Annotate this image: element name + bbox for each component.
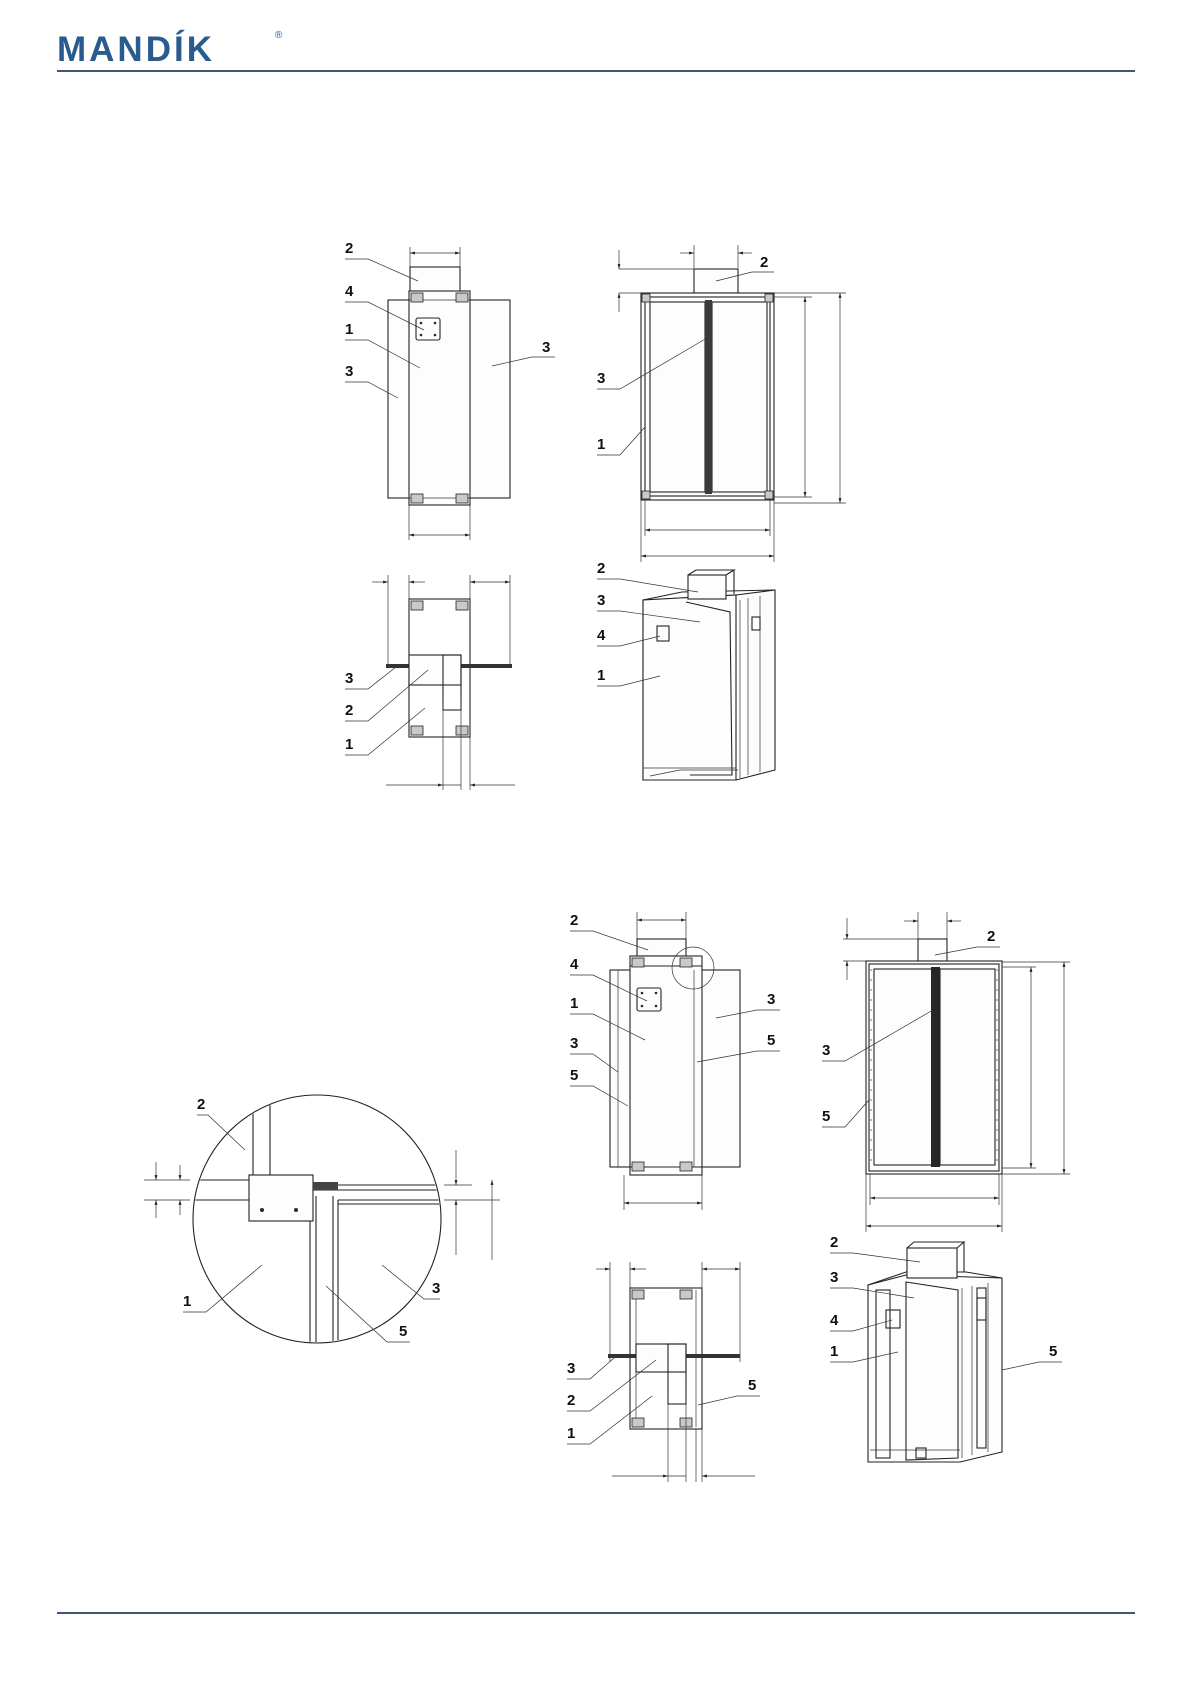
top-isometric-view: 2 3 4 1 bbox=[597, 560, 775, 780]
callout: 2 bbox=[987, 928, 995, 945]
callout: 3 bbox=[597, 592, 605, 609]
callout: 1 bbox=[597, 436, 605, 453]
top-plan-view: 3 2 1 bbox=[345, 575, 515, 790]
callout: 5 bbox=[748, 1377, 756, 1394]
callout: 5 bbox=[822, 1108, 830, 1125]
callout: 2 bbox=[567, 1392, 575, 1409]
callout: 2 bbox=[197, 1096, 205, 1113]
callout: 3 bbox=[432, 1280, 440, 1297]
callout: 4 bbox=[345, 283, 354, 300]
callout: 1 bbox=[567, 1425, 575, 1442]
callout: 2 bbox=[570, 912, 578, 929]
callout: 2 bbox=[830, 1234, 838, 1251]
callout: 1 bbox=[183, 1293, 191, 1310]
top-front-view: 2 4 1 3 3 bbox=[345, 240, 555, 540]
callout: 3 bbox=[767, 991, 775, 1008]
callout: 2 bbox=[760, 254, 768, 271]
callout: 5 bbox=[767, 1032, 775, 1049]
callout: 5 bbox=[1049, 1343, 1057, 1360]
callout: 1 bbox=[570, 995, 578, 1012]
callout: 1 bbox=[345, 321, 353, 338]
callout: 3 bbox=[567, 1360, 575, 1377]
callout: 4 bbox=[570, 956, 579, 973]
callout: 2 bbox=[597, 560, 605, 577]
bottom-side-view: 2 3 5 bbox=[822, 912, 1070, 1232]
callout: 3 bbox=[542, 339, 550, 356]
callout: 3 bbox=[597, 370, 605, 387]
callout: 3 bbox=[345, 670, 353, 687]
callout: 3 bbox=[345, 363, 353, 380]
callout: 4 bbox=[597, 627, 606, 644]
callout: 3 bbox=[830, 1269, 838, 1286]
bottom-front-view: 2 4 1 3 5 3 5 bbox=[570, 912, 780, 1210]
detail-view: 2 1 3 5 bbox=[144, 1095, 500, 1345]
callout: 4 bbox=[830, 1312, 839, 1329]
callout: 1 bbox=[830, 1343, 838, 1360]
callout: 5 bbox=[399, 1323, 407, 1340]
callout: 1 bbox=[345, 736, 353, 753]
bottom-isometric-view: 2 3 4 1 5 bbox=[830, 1234, 1062, 1462]
callout: 3 bbox=[570, 1035, 578, 1052]
callout: 1 bbox=[597, 667, 605, 684]
callout: 2 bbox=[345, 240, 353, 257]
top-side-view: 2 3 1 bbox=[597, 245, 846, 562]
callout: 2 bbox=[345, 702, 353, 719]
callout: 5 bbox=[570, 1067, 578, 1084]
callout: 3 bbox=[822, 1042, 830, 1059]
bottom-plan-view: 3 2 1 5 bbox=[567, 1262, 760, 1482]
